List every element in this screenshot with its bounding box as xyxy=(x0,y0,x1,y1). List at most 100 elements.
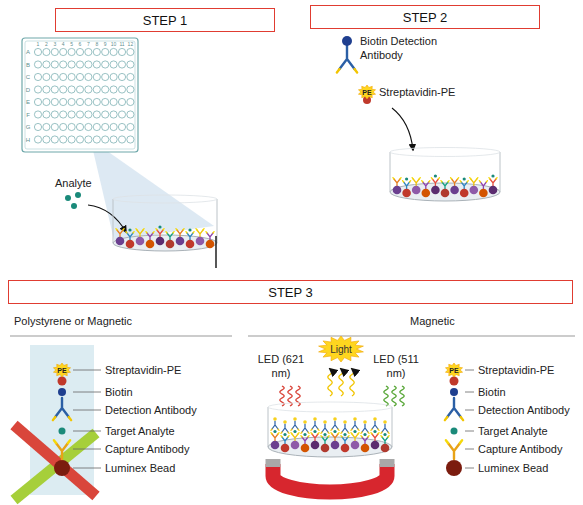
leader-line xyxy=(465,370,474,371)
plate-well xyxy=(43,98,50,105)
node-text: PE xyxy=(362,89,371,96)
analyte-dot xyxy=(463,177,466,180)
antibody-body xyxy=(282,424,288,432)
antibody xyxy=(381,436,389,445)
plate-well xyxy=(43,86,50,93)
part-label: Biotin xyxy=(478,385,506,399)
bead xyxy=(136,237,145,246)
analyte-dot xyxy=(491,174,494,177)
part-label: Target Analyte xyxy=(105,424,175,438)
bead xyxy=(422,189,431,198)
plate-well xyxy=(93,123,100,130)
plate-well xyxy=(118,98,125,105)
plate-well xyxy=(110,61,117,68)
well-bottom xyxy=(113,235,217,251)
plate-well xyxy=(51,98,58,105)
leader-line xyxy=(465,468,474,469)
plate-well xyxy=(118,48,125,55)
light-burst: Light xyxy=(318,336,364,362)
biotin xyxy=(450,388,458,396)
bead xyxy=(412,186,421,195)
analyte-dot xyxy=(434,174,437,177)
plate-well xyxy=(85,86,92,93)
antibody xyxy=(479,181,487,190)
antibody-tips xyxy=(341,432,349,433)
step-header: STEP 3 xyxy=(8,280,573,304)
antibody xyxy=(271,421,279,430)
node-text: Light xyxy=(330,344,352,355)
bead xyxy=(176,237,185,246)
plate-well xyxy=(51,73,58,80)
plate-well xyxy=(102,48,109,55)
antibody xyxy=(291,421,299,430)
antibody-tips xyxy=(53,417,71,420)
antibody-tips xyxy=(126,232,134,233)
analyte-dot xyxy=(323,433,326,436)
step-title: STEP 2 xyxy=(403,10,448,25)
plate-well xyxy=(127,48,134,55)
bead xyxy=(206,240,215,249)
plate-well xyxy=(127,123,134,130)
antibody-body xyxy=(56,443,68,459)
analyte-dot xyxy=(363,433,366,436)
plate-well xyxy=(76,123,83,130)
antibody-body xyxy=(342,424,348,432)
plate-well xyxy=(51,136,58,143)
antibody-tips xyxy=(445,417,463,420)
node-text: PE xyxy=(449,367,458,374)
plate-well xyxy=(110,98,117,105)
antibody-tips xyxy=(136,229,144,230)
antibody xyxy=(301,436,309,445)
row-letter: G xyxy=(26,124,31,130)
antibody xyxy=(412,178,420,187)
bead xyxy=(311,441,320,450)
plate-well xyxy=(102,111,109,118)
column-number: 5 xyxy=(70,41,73,46)
antibody xyxy=(166,232,174,241)
bead xyxy=(341,444,350,453)
row-letter: F xyxy=(26,112,30,118)
column-number: 9 xyxy=(104,41,107,46)
antibody-tips xyxy=(470,178,478,179)
antibody-tips xyxy=(431,178,439,179)
antibody xyxy=(351,421,359,430)
plate-well xyxy=(85,123,92,130)
bead xyxy=(186,240,195,249)
plate-well xyxy=(51,86,58,93)
plate-well xyxy=(85,61,92,68)
pe-dot xyxy=(303,420,307,424)
antibody xyxy=(54,440,70,459)
plate-well xyxy=(118,111,125,118)
row-letter: D xyxy=(26,87,30,93)
antibody-tips xyxy=(331,429,339,430)
antibody-tips xyxy=(412,178,420,179)
well-wall xyxy=(390,152,500,192)
analyte-dot xyxy=(343,433,346,436)
column-number: 7 xyxy=(87,41,90,46)
bead xyxy=(441,189,450,198)
antibody xyxy=(281,424,289,433)
antibody xyxy=(341,424,349,433)
antibody-body xyxy=(382,424,388,432)
antibody-body xyxy=(448,443,460,459)
well-plate-inner xyxy=(25,41,135,149)
plate-well xyxy=(110,86,117,93)
bead xyxy=(281,444,290,453)
antibody-tips xyxy=(403,181,411,182)
antibody xyxy=(186,232,194,241)
plate-well xyxy=(127,98,134,105)
bead xyxy=(351,441,360,450)
plate-well xyxy=(68,86,75,93)
plate-well xyxy=(110,73,117,80)
bead xyxy=(450,186,459,195)
magnet xyxy=(273,464,387,492)
part-label: Streptavidin-PE xyxy=(105,363,181,377)
section-title: Polystyrene or Magnetic xyxy=(14,314,132,328)
antibody-tips xyxy=(166,232,174,233)
well-bottom xyxy=(390,183,500,201)
antibody-tips xyxy=(301,432,309,433)
antibody-tips xyxy=(271,429,279,430)
step1-illustration xyxy=(22,38,217,268)
pe-dot xyxy=(283,420,287,424)
row-letter: H xyxy=(26,137,30,143)
